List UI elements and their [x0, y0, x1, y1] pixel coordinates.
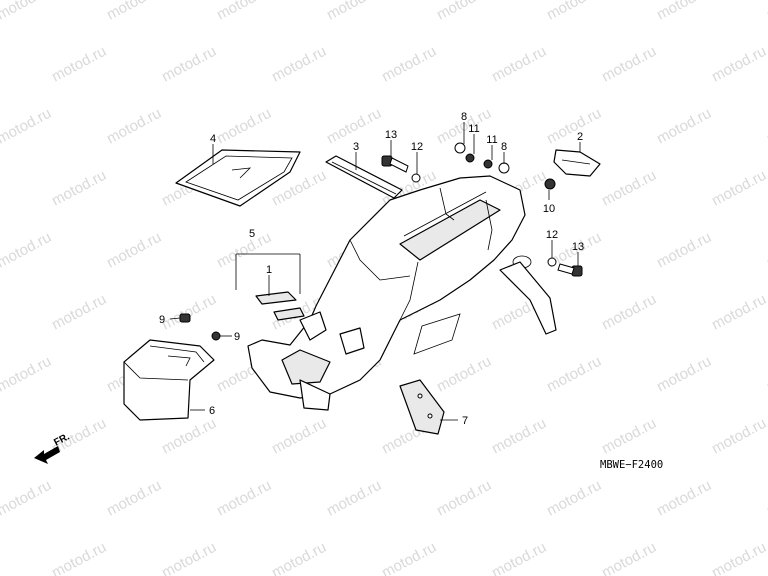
watermark-text: motod.ru: [709, 167, 768, 210]
watermark-text: motod.ru: [104, 0, 164, 24]
watermark-text: motod.ru: [159, 43, 219, 86]
watermark-text: motod.ru: [654, 477, 714, 520]
watermark-text: motod.ru: [654, 105, 714, 148]
watermark-text: motod.ru: [764, 0, 768, 24]
diagram-code: MBWE−F2400: [600, 459, 663, 471]
watermark-text: motod.ru: [654, 0, 714, 24]
part-2-block[interactable]: [553, 149, 601, 177]
watermark-text: motod.ru: [0, 105, 54, 148]
watermark-text: motod.ru: [0, 477, 54, 520]
callout-12-top: 12: [411, 141, 423, 153]
callout-12-right: 12: [546, 229, 558, 241]
watermark-text: motod.ru: [49, 291, 109, 334]
watermark-text: motod.ru: [544, 105, 604, 148]
watermark-text: motod.ru: [214, 105, 274, 148]
watermark-text: motod.ru: [489, 539, 549, 576]
watermark-text: motod.ru: [599, 539, 659, 576]
watermark-text: motod.ru: [214, 0, 274, 24]
watermark-text: motod.ru: [0, 353, 54, 396]
watermark-text: motod.ru: [0, 229, 54, 272]
watermark-text: motod.ru: [599, 291, 659, 334]
watermark-text: motod.ru: [544, 477, 604, 520]
watermark-text: motod.ru: [269, 43, 329, 86]
leader-lines: [169, 122, 581, 421]
callout-5: 5: [249, 228, 255, 240]
watermark-text: motod.ru: [214, 477, 274, 520]
watermark-text: motod.ru: [764, 105, 768, 148]
callout-13-top: 13: [385, 129, 397, 141]
watermark-text: motod.ru: [709, 539, 768, 576]
watermark-text: motod.ru: [159, 415, 219, 458]
callout-9-right: 9: [234, 331, 240, 343]
watermark-text: motod.ru: [544, 0, 604, 24]
watermark-text: motod.ru: [434, 477, 494, 520]
watermark-text: motod.ru: [104, 229, 164, 272]
watermark-text: motod.ru: [709, 415, 768, 458]
callout-labels: 4 3 13 12 8 11 11 8 2 10 12 13 5 1 9 9 6…: [159, 111, 584, 427]
watermark-text: motod.ru: [104, 477, 164, 520]
watermark-text: motod.ru: [159, 539, 219, 576]
callout-2: 2: [577, 131, 583, 143]
part-6-bracket[interactable]: [123, 339, 215, 421]
watermark-text: motod.ru: [49, 43, 109, 86]
watermark-text: motod.ru: [764, 477, 768, 520]
part-1-pads[interactable]: [255, 291, 305, 321]
watermark-text: motod.ru: [49, 539, 109, 576]
watermark-text: motod.ru: [764, 229, 768, 272]
watermark-text: motod.ru: [764, 353, 768, 396]
watermark-text: motod.ru: [709, 291, 768, 334]
callout-7: 7: [462, 415, 468, 427]
watermark-text: motod.ru: [0, 0, 54, 24]
watermark-text: motod.ru: [269, 539, 329, 576]
callout-8-left: 8: [461, 111, 467, 123]
watermark-text: motod.ru: [49, 167, 109, 210]
callout-11-right: 11: [486, 134, 497, 146]
callout-4: 4: [210, 133, 216, 145]
callout-3: 3: [353, 141, 359, 153]
watermark-text: motod.ru: [544, 353, 604, 396]
callout-6: 6: [209, 405, 215, 417]
watermark-text: motod.ru: [379, 539, 439, 576]
watermark-text: motod.ru: [324, 0, 384, 24]
watermark-text: motod.ru: [654, 229, 714, 272]
callout-10: 10: [543, 203, 555, 215]
watermark-text: motod.ru: [434, 353, 494, 396]
watermark-text: motod.ru: [654, 353, 714, 396]
part-4-tray[interactable]: [175, 149, 301, 207]
watermark-text: motod.ru: [489, 415, 549, 458]
watermark-text: motod.ru: [269, 415, 329, 458]
callout-9-left: 9: [159, 314, 165, 326]
watermark-text: motod.ru: [104, 105, 164, 148]
watermark-text: motod.ru: [489, 43, 549, 86]
watermark-text: motod.ru: [324, 477, 384, 520]
part-3-strip[interactable]: [325, 155, 403, 199]
watermark-text: motod.ru: [434, 0, 494, 24]
callout-1: 1: [266, 264, 272, 276]
watermark-text: motod.ru: [379, 43, 439, 86]
callout-11-left: 11: [468, 123, 479, 135]
watermark-text: motod.ru: [599, 167, 659, 210]
callout-13-right: 13: [572, 241, 584, 253]
rear-fender-body[interactable]: [247, 175, 557, 411]
part-7-reflector[interactable]: [399, 379, 445, 435]
watermark-text: motod.ru: [709, 43, 768, 86]
watermark-text: motod.ru: [599, 43, 659, 86]
callout-8-right: 8: [501, 141, 507, 153]
watermark-text: motod.ru: [159, 291, 219, 334]
watermark-text: motod.ru: [599, 415, 659, 458]
hardware-items: [179, 142, 583, 341]
